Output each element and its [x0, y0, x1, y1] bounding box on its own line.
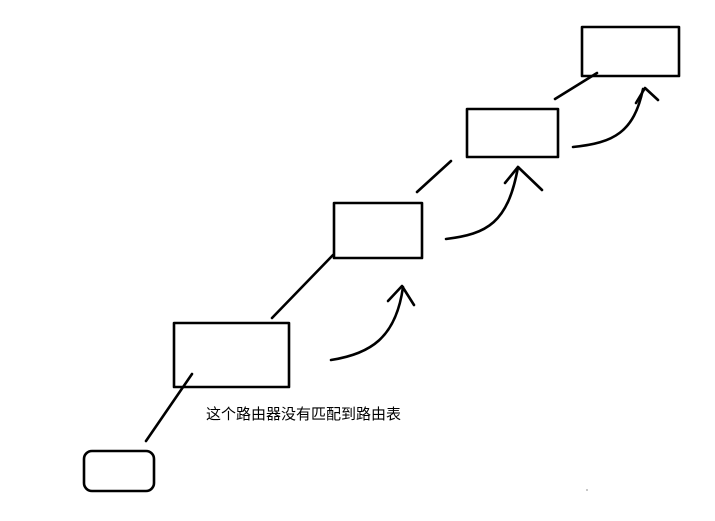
routing-table-miss-caption: 这个路由器没有匹配到路由表 — [206, 405, 402, 423]
router-node-1 — [172, 321, 291, 389]
router-node-3 — [465, 107, 560, 159]
router-node-4 — [580, 25, 681, 78]
forward-arrow-1 — [329, 284, 416, 362]
forward-arrow-3 — [571, 86, 660, 149]
stray-mark — [586, 489, 588, 491]
link-router-3-router-4 — [553, 71, 599, 101]
link-router-1-router-2 — [270, 253, 335, 320]
host-node — [82, 449, 156, 493]
forward-arrow-2 — [444, 165, 544, 241]
link-router-2-router-3 — [415, 159, 453, 194]
link-host-router-1 — [144, 372, 194, 443]
router-node-2 — [332, 201, 424, 260]
